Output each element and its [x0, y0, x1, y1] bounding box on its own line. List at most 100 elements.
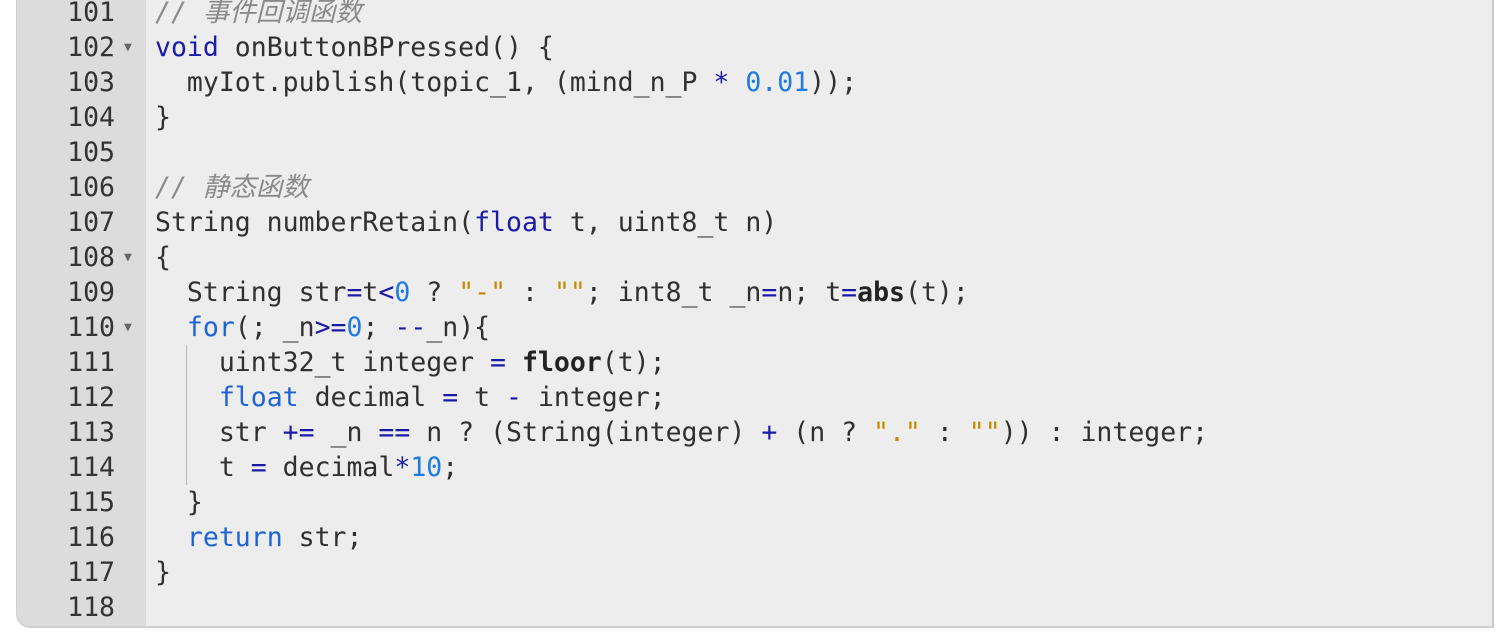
code-line[interactable]: 104} [17, 100, 1492, 135]
code-line[interactable]: 111 uint32_t integer = floor(t); [17, 345, 1492, 380]
code-text: void onButtonBPressed() { [155, 30, 554, 65]
code-line[interactable]: 108 ▼ { [17, 240, 1492, 275]
code-text: str += _n == n ? (String(integer) + (n ?… [155, 415, 1208, 450]
code-token: )); [809, 67, 858, 98]
code-token: ; [442, 452, 459, 483]
code-token: >= [314, 312, 347, 343]
code-line[interactable]: 112 float decimal = t - integer; [17, 380, 1492, 415]
code-token: n ? (String(integer) [410, 417, 762, 448]
fold-toggle-icon[interactable]: ▼ [124, 250, 132, 265]
code-token: t [155, 452, 251, 483]
code-line[interactable]: 113 str += _n == n ? (String(integer) + … [17, 415, 1492, 450]
code-token: = [490, 347, 507, 378]
code-line[interactable]: 109 String str=t<0 ? "-" : ""; int8_t _n… [17, 275, 1492, 310]
code-token: + [761, 417, 778, 448]
code-token: 0 [394, 277, 411, 308]
code-line[interactable]: 101// 事件回调函数 [17, 0, 1492, 30]
code-token: decimal [298, 382, 443, 413]
code-token: float [218, 382, 299, 413]
code-token: 0.01 [745, 67, 810, 98]
code-token: integer; [522, 382, 666, 413]
line-number: 102 [67, 32, 115, 63]
code-token: (t); [905, 277, 969, 308]
code-token: = [841, 277, 858, 308]
code-text: // 静态函数 [155, 170, 309, 205]
code-token: "." [873, 417, 921, 448]
code-token: String str [155, 277, 347, 308]
code-text: uint32_t integer = floor(t); [155, 345, 666, 380]
code-token: } [155, 487, 203, 518]
code-token: * [713, 67, 730, 98]
code-token: "-" [458, 277, 507, 308]
code-token: )) : integer; [1000, 417, 1209, 448]
code-token: ; [362, 312, 395, 343]
code-token: (n ? [777, 417, 874, 448]
code-line[interactable]: 114 t = decimal*10; [17, 450, 1492, 485]
line-number: 107 [67, 207, 115, 238]
line-number: 103 [67, 67, 115, 98]
line-number: 110 [67, 312, 115, 343]
code-text: return str; [155, 520, 363, 555]
code-token: // 静态函数 [155, 172, 309, 203]
code-text: float decimal = t - integer; [155, 380, 666, 415]
code-token: t [362, 277, 379, 308]
code-token: return [186, 522, 283, 553]
line-number: 109 [67, 277, 115, 308]
code-line[interactable]: 102 ▼ void onButtonBPressed() { [17, 30, 1492, 65]
code-token: void [155, 32, 219, 63]
code-text: for(; _n>=0; --_n){ [155, 310, 490, 345]
code-line[interactable]: 115 } [17, 485, 1492, 520]
code-line[interactable]: 116 return str; [17, 520, 1492, 555]
code-token: t, uint8_t n) [553, 207, 778, 238]
code-token: _n){ [426, 312, 491, 343]
code-token: float [474, 207, 554, 238]
code-line[interactable]: 110 ▼ for(; _n>=0; --_n){ [17, 310, 1492, 345]
code-token: (t); [601, 347, 666, 378]
code-line[interactable]: 117} [17, 555, 1492, 590]
line-number-gutter [17, 0, 146, 626]
code-text: { [155, 240, 171, 275]
code-token: += [282, 417, 315, 448]
line-number: 118 [67, 592, 115, 623]
code-token: n; t [777, 277, 842, 308]
code-token: = [346, 277, 363, 308]
line-number: 113 [67, 417, 115, 448]
code-text: } [155, 555, 171, 590]
code-token: (; _n [234, 312, 315, 343]
code-token: ? [410, 277, 459, 308]
code-text: String str=t<0 ? "-" : ""; int8_t _n=n; … [155, 275, 969, 310]
code-token: < [378, 277, 395, 308]
fold-toggle-icon[interactable]: ▼ [124, 40, 132, 55]
code-token: "" [968, 417, 1001, 448]
code-line[interactable]: 105 [17, 135, 1492, 170]
code-token: == [378, 417, 411, 448]
code-token: uint32_t integer [155, 347, 491, 378]
code-token: "" [553, 277, 586, 308]
code-token: String numberRetain( [155, 207, 475, 238]
code-token: { [155, 242, 171, 273]
code-token: } [155, 557, 171, 588]
code-line[interactable]: 106// 静态函数 [17, 170, 1492, 205]
code-line[interactable]: 107 String numberRetain(float t, uint8_t … [17, 205, 1492, 240]
code-token: = [761, 277, 778, 308]
code-token: decimal [266, 452, 395, 483]
line-number: 111 [67, 347, 115, 378]
code-text: myIot.publish(topic_1, (mind_n_P * 0.01)… [155, 65, 857, 100]
code-token: : [506, 277, 554, 308]
code-token: } [155, 102, 171, 133]
code-token: for [186, 312, 235, 343]
code-line[interactable]: 103 myIot.publish(topic_1, (mind_n_P * 0… [17, 65, 1492, 100]
line-number: 115 [67, 487, 115, 518]
line-number: 108 [67, 242, 115, 273]
line-number: 117 [67, 557, 115, 588]
code-token: abs [857, 277, 906, 308]
code-token: 0 [346, 312, 363, 343]
code-line[interactable]: 118 [17, 590, 1492, 625]
code-token: = [250, 452, 267, 483]
code-text: t = decimal*10; [155, 450, 458, 485]
code-text: // 事件回调函数 [155, 0, 362, 30]
line-number: 104 [67, 102, 115, 133]
fold-toggle-icon[interactable]: ▼ [124, 320, 132, 335]
